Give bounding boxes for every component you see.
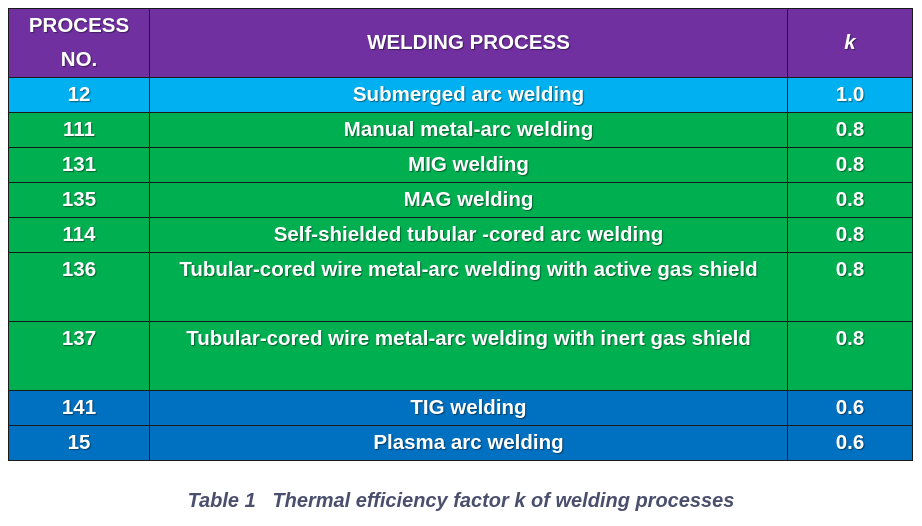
- table-row: 111 Manual metal-arc welding 0.8: [8, 112, 913, 148]
- welding-process-cell: Tubular-cored wire metal-arc welding wit…: [149, 321, 788, 391]
- table-row: 135 MAG welding 0.8: [8, 182, 913, 218]
- process-no-cell: 12: [8, 77, 150, 113]
- k-value-cell: 0.8: [787, 252, 913, 322]
- thermal-efficiency-table: PROCESS NO. WELDING PROCESS k 12 Submerg…: [8, 8, 913, 461]
- welding-process-cell: MIG welding: [149, 147, 788, 183]
- process-no-cell: 137: [8, 321, 150, 391]
- k-value-cell: 0.8: [787, 217, 913, 253]
- table-row: 136 Tubular-cored wire metal-arc welding…: [8, 252, 913, 322]
- process-no-cell: 15: [8, 425, 150, 461]
- table-row: 137 Tubular-cored wire metal-arc welding…: [8, 321, 913, 391]
- table-row: 114 Self-shielded tubular -cored arc wel…: [8, 217, 913, 253]
- k-value-cell: 0.6: [787, 425, 913, 461]
- table-row: 15 Plasma arc welding 0.6: [8, 425, 913, 461]
- table-caption: Table 1 Thermal efficiency factor k of w…: [187, 490, 735, 512]
- k-value-cell: 0.6: [787, 390, 913, 426]
- welding-process-cell: TIG welding: [149, 390, 788, 426]
- welding-process-cell: Submerged arc welding: [149, 77, 788, 113]
- process-no-cell: 111: [8, 112, 150, 148]
- header-welding-process: WELDING PROCESS: [149, 8, 788, 78]
- welding-process-cell: Manual metal-arc welding: [149, 112, 788, 148]
- table-row: 141 TIG welding 0.6: [8, 390, 913, 426]
- welding-process-cell: Tubular-cored wire metal-arc welding wit…: [149, 252, 788, 322]
- header-process-no: PROCESS NO.: [8, 8, 150, 78]
- k-value-cell: 0.8: [787, 321, 913, 391]
- welding-process-cell: Plasma arc welding: [149, 425, 788, 461]
- welding-process-cell: MAG welding: [149, 182, 788, 218]
- welding-process-cell: Self-shielded tubular -cored arc welding: [149, 217, 788, 253]
- table-row: 131 MIG welding 0.8: [8, 147, 913, 183]
- table-row: 12 Submerged arc welding 1.0: [8, 77, 913, 113]
- k-value-cell: 0.8: [787, 147, 913, 183]
- process-no-cell: 141: [8, 390, 150, 426]
- process-no-cell: 114: [8, 217, 150, 253]
- process-no-cell: 131: [8, 147, 150, 183]
- process-no-cell: 136: [8, 252, 150, 322]
- k-value-cell: 0.8: [787, 182, 913, 218]
- process-no-cell: 135: [8, 182, 150, 218]
- header-k: k: [787, 8, 913, 78]
- k-value-cell: 1.0: [787, 77, 913, 113]
- k-value-cell: 0.8: [787, 112, 913, 148]
- table-header-row: PROCESS NO. WELDING PROCESS k: [8, 8, 913, 78]
